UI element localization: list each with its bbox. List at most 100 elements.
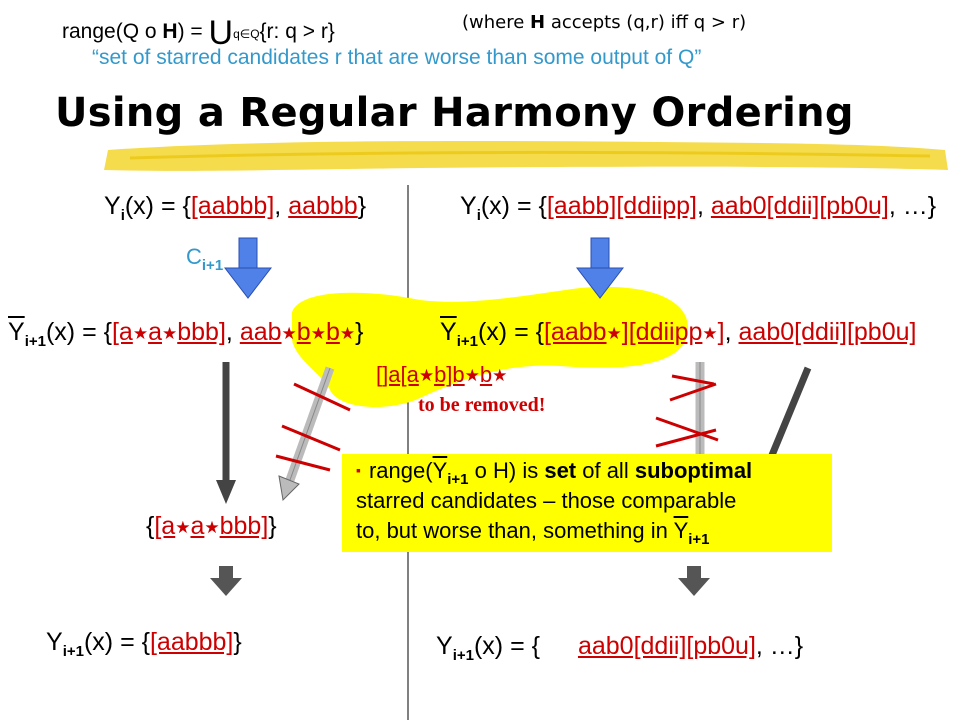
note-l3-sub: i+1 <box>688 531 710 548</box>
note-l1-pre: range( <box>368 458 433 483</box>
note-line-1: ▪range(Yi+1 o H) is set of all suboptima… <box>356 458 752 488</box>
union-subscript: q∈Q <box>233 27 260 41</box>
left-result-line: Yi+1(x) = {[aabbb]} <box>46 628 242 660</box>
left-ybar-c2-a: aab <box>239 318 282 346</box>
range-prefix: range(Q o <box>62 20 163 43</box>
right-result-symbol: Y <box>436 632 453 660</box>
right-ybar-candidate-2: aab0[ddii][pb0u] <box>738 318 917 346</box>
right-result-sub: i+1 <box>452 647 474 664</box>
left-filtered-b: a <box>190 512 205 540</box>
constraint-c: C <box>186 244 202 269</box>
left-ybar-symbol: Y <box>8 318 25 346</box>
right-yi-line: Yi(x) = {[aabb][ddiipp], aab0[ddii][pb0u… <box>460 192 936 224</box>
left-ybar-c1-b: a <box>148 318 162 346</box>
star-icon: ★ <box>281 324 297 343</box>
right-result-rest: (x) = { <box>473 632 540 660</box>
slide-title: Using a Regular Harmony Ordering <box>55 90 854 136</box>
note-box: ▪range(Yi+1 o H) is set of all suboptima… <box>342 454 832 552</box>
left-result-close: } <box>233 628 242 656</box>
right-ybar-line: Yi+1(x) = {[aabb★][ddiipp★], aab0[ddii][… <box>440 318 916 350</box>
star-icon: ★ <box>204 518 220 537</box>
left-ybar-c2-b: b <box>296 318 311 346</box>
star-icon: ★ <box>606 324 622 343</box>
range-h: H <box>162 20 178 43</box>
right-result-arrow <box>678 566 710 596</box>
star-icon: ★ <box>464 366 480 385</box>
where-h: H <box>530 12 546 33</box>
left-result-rest: (x) = { <box>83 628 150 656</box>
title-highlight-stroke-2 <box>129 151 931 160</box>
right-ybar-symbol: Y <box>440 318 457 346</box>
note-l1-of: of all <box>576 458 635 483</box>
left-ybar-sep: , <box>225 318 240 346</box>
note-l3-y: Y <box>673 518 689 543</box>
right-ybar-sep: , <box>724 318 739 346</box>
left-filtered-open: { <box>146 512 155 540</box>
left-ybar-c1-a: [a <box>111 318 133 346</box>
right-ybar-c1-c: ] <box>717 318 725 346</box>
note-l3-pre: to, but worse than, something in <box>356 518 674 543</box>
left-filtered-set: {[a★a★bbb]} <box>146 512 277 541</box>
left-result-sub: i+1 <box>62 643 84 660</box>
left-ybar-c2-c: b <box>325 318 340 346</box>
note-l1-sub: i+1 <box>447 471 469 488</box>
left-yi-sep: , <box>274 192 289 220</box>
left-result-candidate: [aabbb] <box>149 628 234 656</box>
right-blue-arrow <box>575 237 625 299</box>
left-yi-close: } <box>357 192 367 220</box>
left-filtered-a: [a <box>154 512 176 540</box>
star-icon: ★ <box>175 518 191 537</box>
left-yi-sub: i <box>120 207 125 224</box>
union-symbol: U <box>208 14 234 52</box>
where-post: accepts (q,r) iff q > r) <box>545 12 747 33</box>
note-line-2: starred candidates – those comparable <box>356 488 737 513</box>
left-ybar-rest: (x) = { <box>45 318 112 346</box>
right-ybar-sub: i+1 <box>456 333 478 350</box>
right-yi-candidate-1: [aabb][ddiipp] <box>546 192 697 220</box>
right-yi-sep: , <box>696 192 711 220</box>
right-yi-tail: , …} <box>888 192 937 220</box>
left-yi-line: Yi(x) = {[aabbb], aabbb} <box>104 192 366 224</box>
removed-cand-b: b]b <box>434 362 465 387</box>
left-down-arrow <box>216 362 236 504</box>
right-result-line: Yi+1(x) = { aab0[ddii][pb0u], …} <box>436 632 803 664</box>
left-yi-candidate-1: [aabbb] <box>190 192 275 220</box>
left-ybar-c1-c: bbb] <box>177 318 226 346</box>
where-pre: (where <box>462 12 531 33</box>
right-yi-candidate-2: aab0[ddii][pb0u] <box>710 192 889 220</box>
starred-highlight-blob <box>292 286 689 408</box>
left-filtered-c: bbb] <box>219 512 269 540</box>
left-filtered-close: } <box>268 512 277 540</box>
star-icon: ★ <box>339 324 356 343</box>
removed-cand-c: b <box>479 362 493 387</box>
right-result-tail: , …} <box>755 632 804 660</box>
constraint-sub: i+1 <box>201 257 224 274</box>
right-ybar-c1-a: [aabb <box>543 318 607 346</box>
left-yi-symbol: Y <box>104 192 121 220</box>
star-icon: ★ <box>161 324 178 343</box>
constraint-label: Ci+1 <box>186 244 223 274</box>
right-yi-rest: (x) = { <box>480 192 547 220</box>
range-definition: range(Q o H) = Uq∈Q{r: q > r} <box>62 8 335 52</box>
to-be-removed-label: to be removed! <box>418 394 546 416</box>
bullet-icon: ▪ <box>356 462 361 478</box>
left-ybar-sub: i+1 <box>24 333 46 350</box>
right-diagonal-arrow <box>766 366 812 462</box>
note-l1-set: set <box>544 458 577 483</box>
note-line-3: to, but worse than, something in Yi+1 <box>356 518 710 548</box>
range-set: {r: q > r} <box>259 20 335 43</box>
removed-candidate: []a[a★b]b★b★ <box>376 362 507 388</box>
right-ybar-rest: (x) = { <box>477 318 544 346</box>
note-l1-suboptimal: suboptimal <box>634 458 753 483</box>
title-highlight-stroke <box>104 140 948 171</box>
star-icon: ★ <box>310 324 326 343</box>
right-ybar-c1-b: ][ddiipp <box>621 318 703 346</box>
note-l1-y: Y <box>432 458 448 483</box>
range-quote: “set of starred candidates r that are wo… <box>92 46 702 69</box>
right-yi-symbol: Y <box>460 192 477 220</box>
left-yi-candidate-2: aabbb <box>288 192 358 220</box>
left-yi-rest: (x) = { <box>124 192 191 220</box>
right-result-candidate: aab0[ddii][pb0u] <box>577 632 756 660</box>
left-result-arrow <box>210 566 242 596</box>
